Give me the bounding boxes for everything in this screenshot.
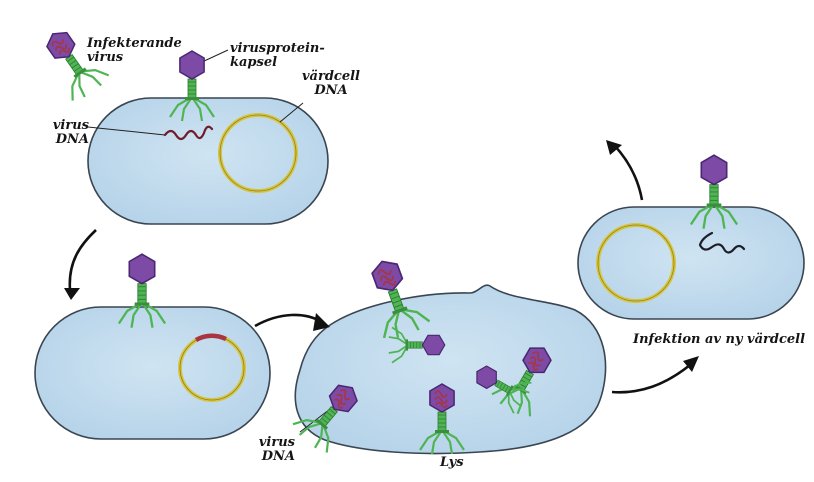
label-virus-dna-top: virus DNA (44, 119, 89, 147)
host-cell-4 (577, 206, 805, 320)
host-cell-1 (87, 97, 329, 225)
phage-attached-cell1 (169, 50, 215, 122)
label-lysis: Lys (440, 455, 464, 470)
label-virus-protein-capsule: virusprotein- kapsel (230, 42, 325, 70)
label-host-dna-line2: DNA (314, 83, 348, 98)
phage-infecting (46, 31, 110, 101)
label-infecting-virus-line2: virus (87, 50, 124, 65)
label-virus-dna-top-line2: DNA (55, 132, 89, 147)
label-virus-dna-bottom-line2: DNA (261, 449, 295, 464)
arrow-heads (64, 140, 699, 372)
phage-fragment-1 (388, 326, 446, 364)
label-capsule-line2: kapsel (230, 55, 278, 70)
phage-progeny-3 (292, 384, 358, 453)
lysing-cell (294, 284, 607, 455)
viral-dna-strand-1 (163, 125, 214, 141)
label-new-host-infection: Infektion av ny värdcell (633, 332, 806, 347)
label-virus-dna-top-line1: virus (52, 118, 89, 133)
phage-attached-cell2 (117, 253, 167, 328)
phage-progeny-1 (371, 260, 431, 339)
host-cell-2 (34, 306, 271, 440)
phage-new-infection (689, 154, 739, 229)
label-infecting-virus-line1: Infekterande (87, 36, 182, 51)
arrow-3-to-4 (611, 363, 691, 394)
label-virus-dna-bottom-line1: virus (258, 435, 295, 450)
arrow-4-to-1 (613, 144, 644, 201)
phage-group (46, 31, 739, 455)
label-infecting-virus: Infekterande virus (87, 37, 182, 65)
phage-fragment-2 (476, 365, 532, 414)
viral-dna-insert (194, 333, 227, 343)
phage-progeny-2 (419, 383, 465, 455)
label-virus-dna-bottom: virus DNA (250, 436, 295, 464)
label-host-cell-dna: värdcell DNA (302, 70, 360, 98)
arrow-2-to-3 (254, 313, 323, 328)
label-capsule-line1: virusprotein- (230, 41, 325, 56)
arrow-1-to-2 (68, 229, 97, 291)
viral-dna-strand-4 (698, 231, 746, 254)
label-host-dna-line1: värdcell (302, 69, 360, 84)
